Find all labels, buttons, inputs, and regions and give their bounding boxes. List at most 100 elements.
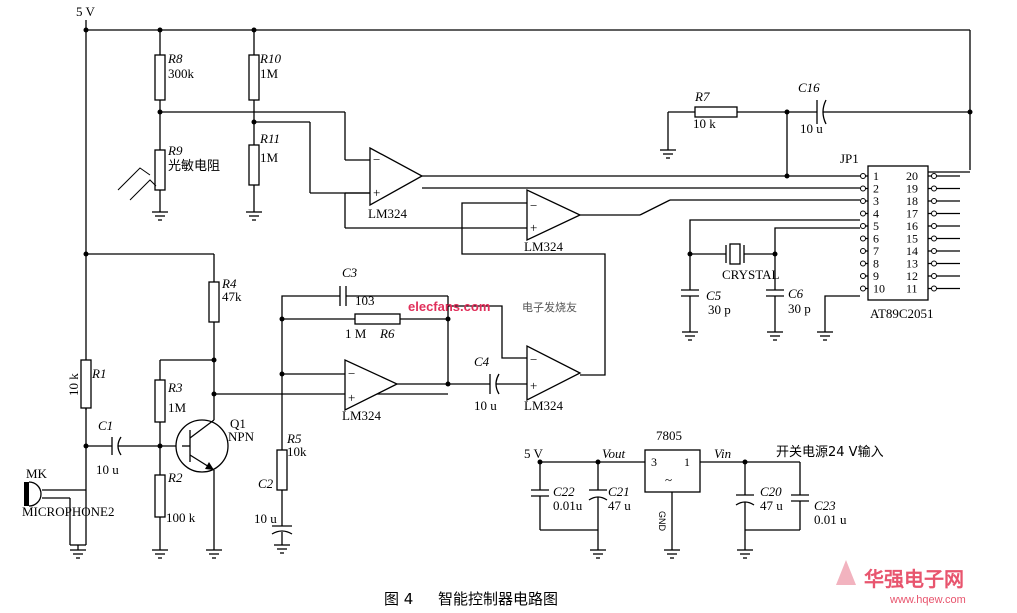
c22-ref: C22 (553, 484, 575, 499)
figure-caption: 图 4 智能控制器电路图 (384, 590, 558, 608)
mcu-pin-number: 13 (906, 257, 918, 271)
oscillator: CRYSTAL C5 30 p C6 30 p (681, 219, 860, 341)
resistor-r3 (154, 379, 166, 423)
mcu-pin-number: 16 (906, 219, 918, 233)
c22-value: 0.01u (553, 498, 583, 513)
supply-rail: 5 V (76, 4, 971, 410)
crystal-label: CRYSTAL (722, 267, 780, 282)
mcu-pin-right: 17 (906, 207, 960, 221)
vout-label: Vout (602, 446, 626, 461)
input-note: 开关电源24 V输入 (776, 444, 884, 460)
mcu-pin-number: 15 (906, 232, 918, 246)
vcc-reg-label: 5 V (524, 446, 544, 461)
mcu-pin-right: 13 (906, 257, 960, 271)
r9-value: 光敏电阻 (168, 159, 220, 174)
mcu-pin-number: 14 (906, 244, 918, 258)
c23-value: 0.01 u (814, 512, 847, 527)
mcu-pin-number: 12 (906, 269, 918, 283)
c23-ref: C23 (814, 498, 836, 513)
q1-ref: Q1 (230, 416, 246, 431)
mcu-pin-right: 14 (906, 244, 960, 258)
mcu-pin-number: 1 (873, 169, 879, 183)
logo-url: www.hqew.com (889, 594, 966, 606)
mcu-pin-left: 1 (860, 169, 879, 183)
reg-part: 7805 (656, 428, 682, 443)
watermark-site: elecfans.com (408, 299, 490, 314)
c2-ref: C2 (258, 476, 274, 491)
svg-text:+: + (530, 378, 537, 393)
microphone-icon (24, 482, 29, 506)
mcu-pin-left: 4 (860, 207, 879, 221)
r5-ref: R5 (286, 431, 302, 446)
mcu-pin-number: 20 (906, 169, 918, 183)
mcu-pin-number: 2 (873, 182, 879, 196)
opamp-4-label: LM324 (524, 398, 564, 413)
caption-fig: 图 4 (384, 590, 413, 608)
opamp-4: C4 10 u − + LM324 (448, 305, 582, 413)
c3-ref: C3 (342, 265, 358, 280)
r3-value: 1M (168, 400, 187, 415)
mcu-pin-number: 7 (873, 244, 879, 258)
r5-value: 10k (287, 444, 307, 459)
c1-ref: C1 (98, 418, 113, 433)
c4-ref: C4 (474, 354, 490, 369)
mcu-pin-left: 7 (860, 244, 879, 258)
r9-ref: R9 (167, 143, 183, 158)
svg-text:~: ~ (665, 472, 672, 487)
mcu-pin-right: 12 (906, 269, 960, 283)
vcc-label: 5 V (76, 4, 96, 19)
resistor-r8 (154, 54, 166, 101)
r1-value: 10 k (66, 373, 81, 396)
photoresistor-r9 (154, 149, 166, 191)
r8-ref: R8 (167, 51, 183, 66)
mcu-pin-right: 16 (906, 219, 960, 233)
mcu-pin-number: 6 (873, 232, 879, 246)
opamp-1: − + LM324 (344, 112, 860, 221)
c20-value: 47 u (760, 498, 783, 513)
reference-divider: R10 1M R11 1M (246, 30, 370, 221)
mcu-pin-left: 2 (860, 182, 879, 196)
mcu-pin-number: 18 (906, 194, 918, 208)
opamp-2-label: LM324 (524, 239, 564, 254)
resistor-r5 (276, 449, 288, 491)
r4-ref: R4 (221, 276, 237, 291)
r11-ref: R11 (259, 131, 280, 146)
mcu-pin-number: 17 (906, 207, 918, 221)
svg-text:−: − (530, 352, 537, 367)
mcu-pin-number: 3 (873, 194, 879, 208)
mcu-pin-number: 19 (906, 182, 918, 196)
mcu-pin-left: 3 (860, 194, 879, 208)
mcu-pin-right: 19 (906, 182, 960, 196)
svg-text:−: − (530, 198, 537, 213)
mcu-pin-number: 5 (873, 219, 879, 233)
resistor-r10 (248, 54, 260, 101)
resistor-r11 (248, 144, 260, 186)
mcu-part: AT89C2051 (870, 306, 934, 321)
opamp-3 (344, 358, 399, 412)
opamp-2: − + LM324 (344, 188, 860, 376)
r2-ref: R2 (167, 470, 183, 485)
opamp-1-label: LM324 (368, 206, 408, 221)
regulator-7805 (644, 449, 701, 493)
r7-value: 10 k (693, 116, 716, 131)
c6-ref: C6 (788, 286, 804, 301)
c16-value: 10 u (800, 121, 823, 136)
c21-ref: C21 (608, 484, 630, 499)
mcu-pin-number: 4 (873, 207, 879, 221)
resistor-r4 (208, 281, 220, 323)
c5-value: 30 p (708, 302, 731, 317)
r10-ref: R10 (259, 51, 281, 66)
mcu-pin-number: 8 (873, 257, 879, 271)
svg-text:+: + (530, 220, 537, 235)
r3-ref: R3 (167, 380, 183, 395)
crystal-body (729, 243, 741, 265)
mic-preamp: R4 47k R1 10 k C1 10 u R3 1M R2 100 k (22, 251, 448, 559)
mcu-jp1: JP1 AT89C2051 12345678910201918171615141… (422, 151, 970, 321)
r11-value: 1M (260, 150, 279, 165)
c3-value: 103 (355, 293, 375, 308)
c20-ref: C20 (760, 484, 782, 499)
watermark: elecfans.com 电子发烧友 (408, 299, 577, 314)
resistor-r6 (354, 313, 401, 325)
